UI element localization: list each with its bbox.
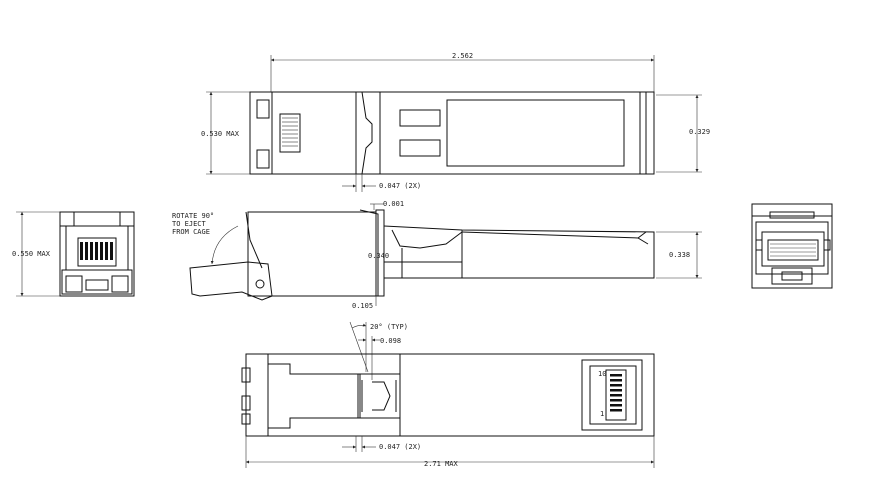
end-view-left: 0.550 MAX — [12, 211, 135, 297]
side-dim-mid-label: 0.340 — [368, 252, 389, 260]
top-offset-label: 0.047 (2X) — [379, 182, 421, 190]
bottom-dim-098-label: 0.098 — [380, 337, 401, 345]
pin-label-bottom: 1 — [600, 410, 604, 418]
top-view: 2.562 0.530 MAX 0.329 — [201, 52, 710, 192]
side-dim-right-label: 0.338 — [669, 251, 690, 259]
side-dim-bottom-label: 0.105 — [352, 302, 373, 310]
bottom-angle-label: 20° (TYP) — [370, 323, 408, 331]
end-view-right — [751, 203, 833, 289]
bottom-view: 20° (TYP) 0.098 10 1 0. — [241, 321, 655, 468]
side-dim-top-label: 0.001 — [383, 200, 404, 208]
rotate-note-line-2: TO EJECT — [172, 220, 207, 228]
rotate-note-line-3: FROM CAGE — [172, 228, 210, 236]
pin-label-top: 10 — [598, 370, 606, 378]
rotate-note-line-1: ROTATE 90° — [172, 212, 214, 220]
top-overall-length-label: 2.562 — [452, 52, 473, 60]
bottom-offset-label: 0.047 (2X) — [379, 443, 421, 451]
end-view-height-label: 0.550 MAX — [12, 250, 51, 258]
bottom-overall-length-label: 2.71 MAX — [424, 460, 459, 468]
side-view: ROTATE 90° TO EJECT FROM CAGE 0.001 0.34… — [172, 200, 702, 310]
top-height-right-label: 0.329 — [689, 128, 710, 136]
top-height-left-label: 0.530 MAX — [201, 130, 240, 138]
